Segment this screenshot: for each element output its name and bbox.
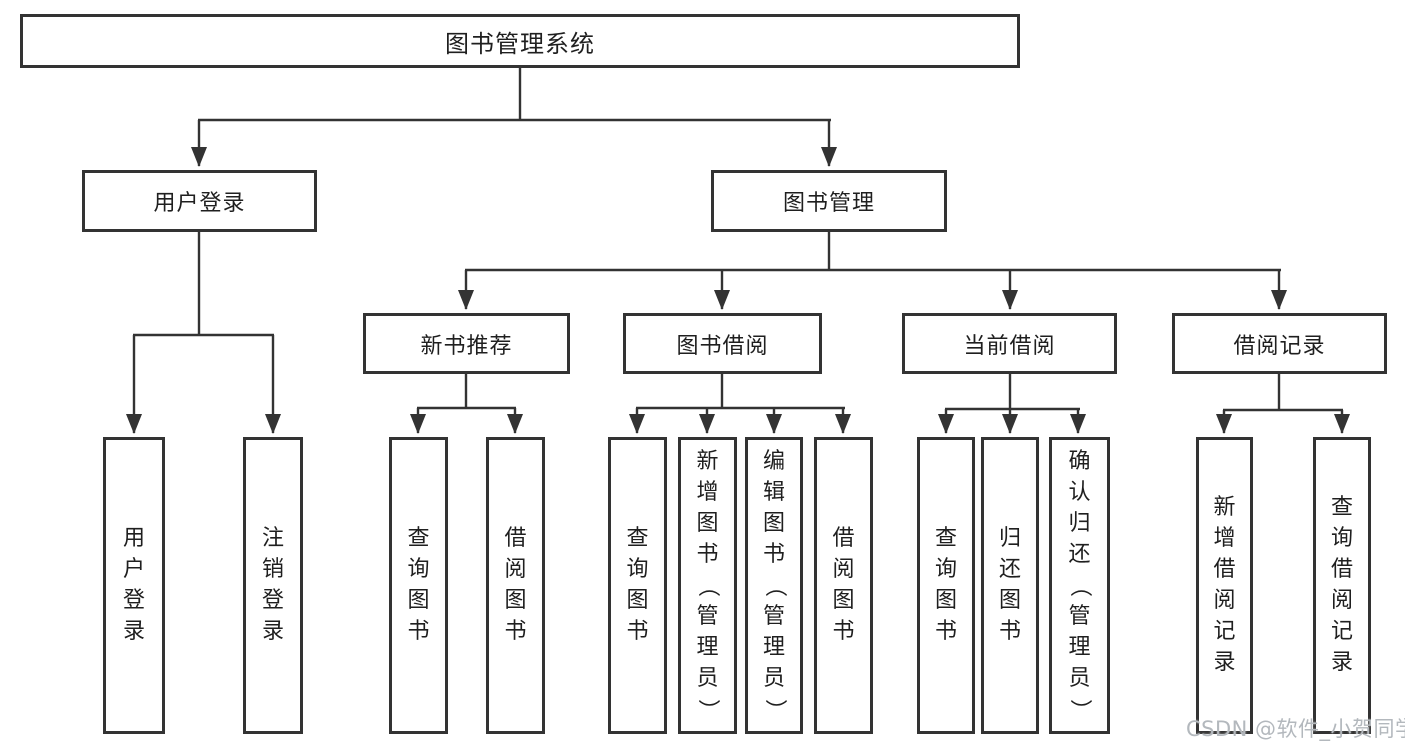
leaf-confirm-return-admin-label: 确认归还（管理员）	[1067, 448, 1093, 721]
leaf-borrow-books-borrowing: 借阅图书	[814, 437, 873, 734]
leaf-search-books-borrowing: 查询图书	[608, 437, 667, 734]
leaf-logout: 注销登录	[243, 437, 303, 734]
leaf-search-books-current-label: 查询图书	[934, 526, 957, 644]
node-new-book-recommend: 新书推荐	[363, 313, 570, 374]
leaf-search-borrow-record-label: 查询借阅记录	[1330, 495, 1353, 675]
leaf-confirm-return-admin: 确认归还（管理员）	[1049, 437, 1110, 734]
leaf-user-login-label: 用户登录	[122, 526, 145, 644]
node-current-borrowing: 当前借阅	[902, 313, 1117, 374]
leaf-return-books-label: 归还图书	[998, 526, 1021, 644]
node-new-book-recommend-label: 新书推荐	[420, 333, 513, 359]
node-book-borrowing-label: 图书借阅	[676, 333, 769, 359]
node-current-borrowing-label: 当前借阅	[963, 333, 1056, 359]
leaf-return-books: 归还图书	[981, 437, 1039, 734]
leaf-search-books-recommend: 查询图书	[389, 437, 448, 734]
leaf-add-books-admin-label: 新增图书（管理员）	[695, 448, 721, 721]
leaf-user-login: 用户登录	[103, 437, 165, 734]
leaf-search-borrow-record: 查询借阅记录	[1313, 437, 1371, 734]
node-user-login-label: 用户登录	[153, 191, 246, 216]
node-borrowing-records: 借阅记录	[1172, 313, 1387, 374]
leaf-logout-label: 注销登录	[261, 526, 284, 644]
node-borrowing-records-label: 借阅记录	[1233, 333, 1326, 359]
leaf-add-borrow-record: 新增借阅记录	[1196, 437, 1253, 734]
csdn-watermark: CSDN @软件_小贺同学	[1186, 717, 1405, 741]
leaf-add-borrow-record-label: 新增借阅记录	[1213, 495, 1236, 675]
leaf-search-books-current: 查询图书	[917, 437, 975, 734]
leaf-borrow-books-recommend: 借阅图书	[486, 437, 545, 734]
leaf-add-books-admin: 新增图书（管理员）	[678, 437, 737, 734]
node-library-system-label: 图书管理系统	[445, 29, 595, 58]
leaf-borrow-books-recommend-label: 借阅图书	[504, 526, 527, 644]
leaf-edit-books-admin: 编辑图书（管理员）	[745, 437, 803, 734]
leaf-search-books-borrowing-label: 查询图书	[626, 526, 649, 644]
node-book-borrowing: 图书借阅	[623, 313, 822, 374]
leaf-borrow-books-borrowing-label: 借阅图书	[832, 526, 855, 644]
leaf-search-books-recommend-label: 查询图书	[407, 526, 430, 644]
leaf-edit-books-admin-label: 编辑图书（管理员）	[761, 448, 787, 721]
node-user-login: 用户登录	[82, 170, 317, 232]
node-book-management: 图书管理	[711, 170, 947, 232]
node-library-system: 图书管理系统	[20, 14, 1020, 68]
node-book-management-label: 图书管理	[782, 191, 875, 216]
